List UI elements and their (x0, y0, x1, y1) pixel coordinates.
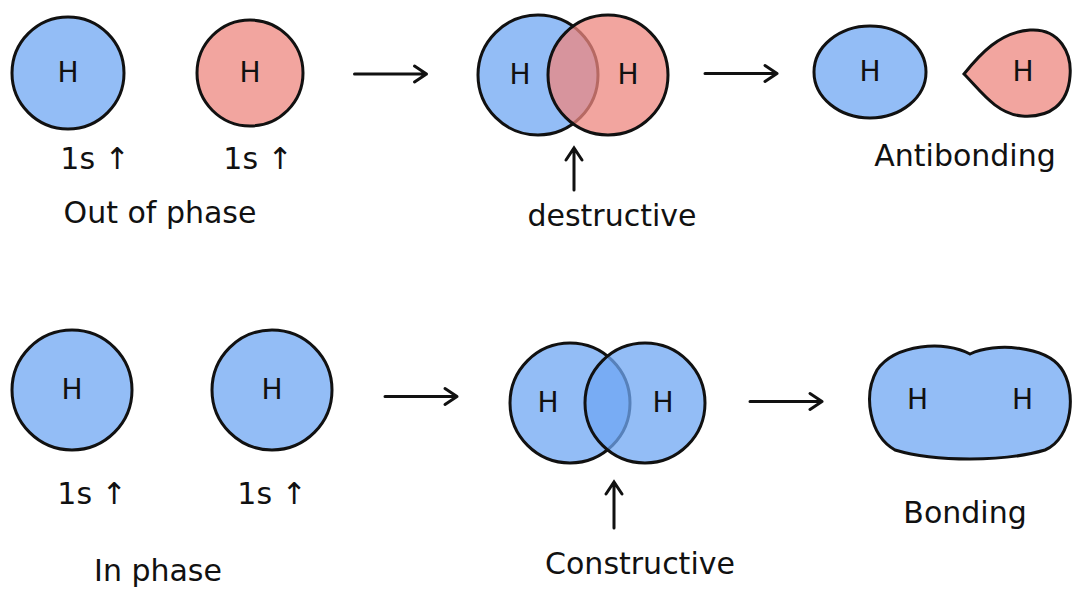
caption-label: In phase (94, 553, 222, 588)
atom-symbol: H (57, 374, 86, 406)
atom-symbol: H (1008, 56, 1037, 88)
atom-symbol: H (257, 374, 286, 406)
atom-orbital: H (195, 18, 305, 128)
node-outline (546, 13, 670, 137)
node-shape (814, 26, 926, 118)
node-shape (964, 30, 1070, 116)
atom-symbol: H (903, 384, 932, 416)
atom-symbol: H (1008, 384, 1037, 416)
leader-arrow (566, 148, 582, 190)
node-shape (197, 20, 303, 126)
node-shape (12, 17, 124, 129)
atom-orbital: H (583, 341, 707, 465)
caption-label: Constructive (545, 546, 735, 581)
node-outline (865, 340, 1075, 460)
atom-orbital: H (960, 24, 1074, 120)
node-outline (583, 341, 707, 465)
reaction-arrow (750, 394, 822, 410)
caption-label: 1s ↑ (60, 141, 129, 176)
atom-symbol: H (855, 56, 884, 88)
atom-orbital: HH (865, 340, 1075, 460)
atom-symbol: H (533, 387, 562, 419)
caption-label: 1s ↑ (223, 141, 292, 176)
atom-symbol: H (235, 57, 264, 89)
atom-orbital: H (812, 24, 928, 120)
node-shape (548, 15, 668, 135)
caption-label: Out of phase (64, 195, 257, 230)
reaction-arrow (385, 389, 457, 405)
caption-label: 1s ↑ (237, 476, 306, 511)
leader-arrow (606, 482, 622, 528)
atom-symbol: H (613, 59, 642, 91)
node-shape (585, 343, 705, 463)
atom-orbital: H (10, 328, 134, 452)
atom-symbol: H (53, 57, 82, 89)
caption-label: destructive (527, 198, 696, 233)
reaction-arrow (355, 66, 427, 82)
node-shape (12, 330, 132, 450)
atom-symbol: H (648, 387, 677, 419)
atom-orbital: H (210, 328, 334, 452)
caption-label: 1s ↑ (57, 476, 126, 511)
atom-orbital: H (546, 13, 670, 137)
caption-label: Antibonding (874, 138, 1055, 173)
atom-symbol: H (505, 59, 534, 91)
node-shape (212, 330, 332, 450)
caption-label: Bonding (903, 495, 1026, 530)
reaction-arrow (705, 66, 777, 82)
node-shape (870, 346, 1071, 459)
atom-orbital: H (10, 15, 126, 131)
